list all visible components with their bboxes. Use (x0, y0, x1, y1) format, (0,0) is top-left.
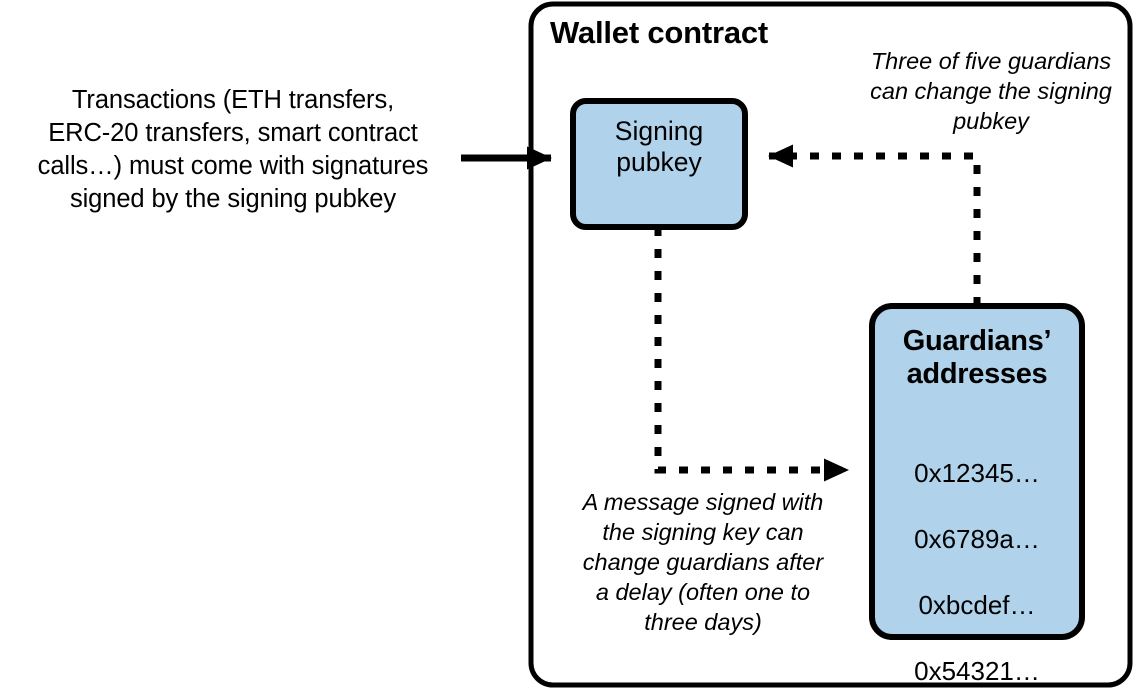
guardians-to-signing-arrow (768, 144, 981, 306)
guardian-address-item: 0x54321… (914, 656, 1040, 687)
guardian-address-item: 0x6789a… (914, 524, 1040, 555)
signing-key-change-guardians-note: A message signed with the signing key ca… (582, 489, 824, 636)
guardians-addresses-title: Guardians’ addresses (902, 325, 1052, 391)
signing-to-guardians-arrow (654, 227, 849, 482)
wallet-contract-title: Wallet contract (550, 15, 769, 50)
transactions-caption: Transactions (ETH transfers, ERC-20 tran… (37, 86, 429, 214)
guardian-address-item: 0x12345… (914, 458, 1040, 489)
guardians-change-pubkey-note: Three of five guardians can change the s… (870, 48, 1112, 135)
guardians-address-list: 0x12345… 0x6789a… 0xbcdef… 0x54321… 0xa9… (874, 424, 1080, 690)
signing-pubkey-label: Signing pubkey (614, 116, 704, 178)
guardian-address-item: 0xbcdef… (918, 590, 1036, 621)
